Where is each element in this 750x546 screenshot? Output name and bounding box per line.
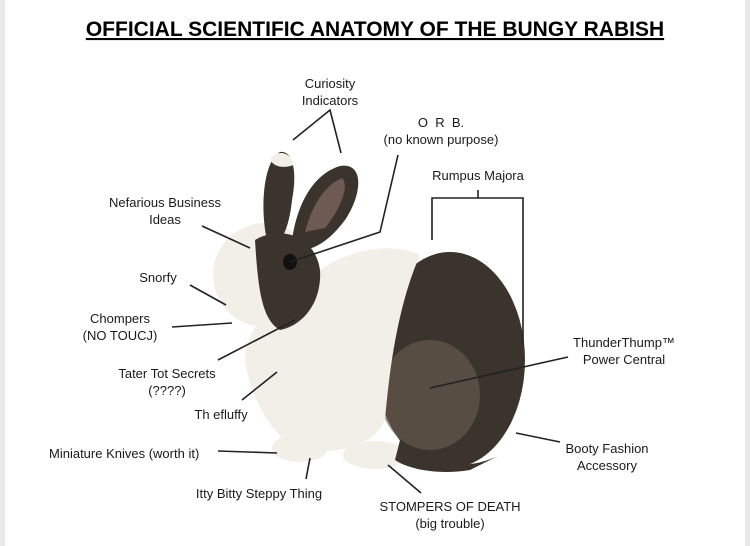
knives-pointer [217,450,278,454]
orb-pointer [289,154,399,263]
label-nefarious-1: Nefarious Business [109,195,221,210]
label-curiosity-2: Indicators [302,93,359,108]
label-thunder-1: ThunderThump™ [573,335,675,350]
rabbit-illustration [213,151,525,472]
snorfy-pointer [189,284,227,306]
tater-pointer [217,319,296,361]
steppy-pointer [305,457,311,480]
label-steppy: Itty Bitty Steppy Thing [196,486,322,501]
label-thunder-2: Power Central [583,352,665,367]
label-fluffy: Th efluffy [194,407,248,422]
label-orb-1: O R B. [418,115,464,130]
chompers-pointer [171,322,233,328]
label-booty-1: Booty Fashion [565,441,648,456]
nefarious-pointer [201,225,251,249]
label-nefarious-2: Ideas [149,212,181,227]
label-chompers-2: (NO TOUCJ) [83,328,158,343]
fluffy-pointer [241,371,278,401]
label-curiosity-1: Curiosity [305,76,356,91]
label-booty-2: Accessory [577,458,637,473]
label-stompers-2: (big trouble) [415,516,484,531]
diagram-title: OFFICIAL SCIENTIFIC ANATOMY OF THE BUNGY… [86,18,664,41]
stompers-pointer [387,464,422,494]
label-tater-1: Tater Tot Secrets [118,366,216,381]
label-orb-2: (no known purpose) [384,132,499,147]
thunder-pointer [429,356,569,389]
booty-pointer [515,432,561,443]
label-chompers-1: Chompers [90,311,150,326]
curiosity-pointer [292,108,342,154]
label-knives: Miniature Knives (worth it) [49,446,199,461]
label-tater-2: (????) [148,383,186,398]
label-stompers-1: STOMPERS OF DEATH [379,499,520,514]
label-rumpus: Rumpus Majora [432,168,525,183]
label-snorfy: Snorfy [139,270,177,285]
